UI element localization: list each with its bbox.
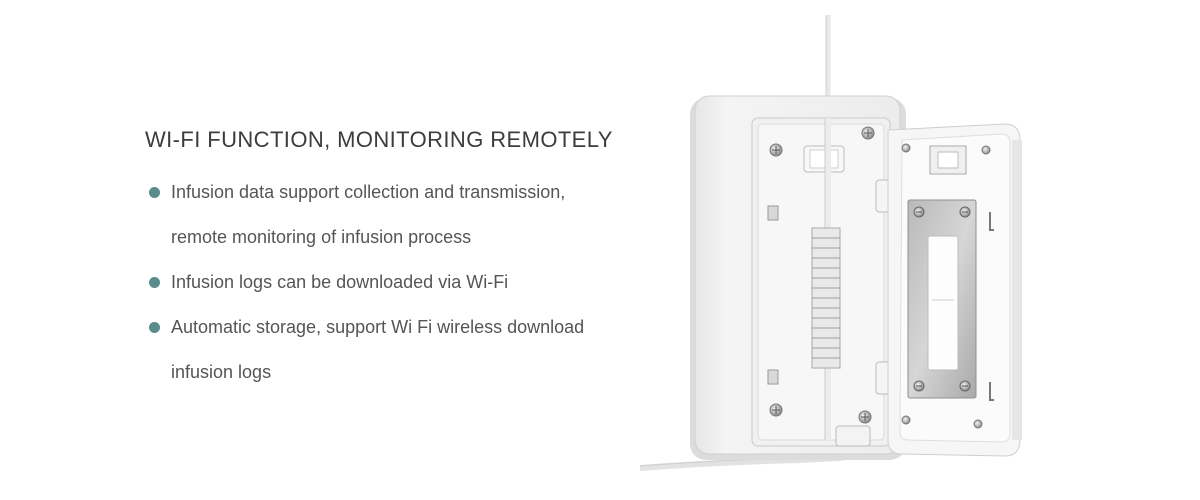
screw-icon bbox=[861, 126, 875, 140]
screw-icon bbox=[769, 403, 783, 417]
feature-line: infusion logs bbox=[171, 362, 272, 382]
screw-icon bbox=[959, 206, 971, 218]
bullet-dot-icon bbox=[149, 277, 160, 288]
product-image bbox=[640, 0, 1060, 500]
screw-icon bbox=[913, 206, 925, 218]
feature-line: Automatic storage, support Wi Fi wireles… bbox=[171, 317, 585, 337]
screw-icon bbox=[973, 419, 983, 429]
feature-section: WI-FI FUNCTION, MONITORING REMOTELY Infu… bbox=[145, 124, 665, 395]
section-heading: WI-FI FUNCTION, MONITORING REMOTELY bbox=[145, 127, 613, 152]
feature-item: Infusion logs can be downloaded via Wi-F… bbox=[145, 260, 665, 305]
feature-list: Infusion data support collection and tra… bbox=[145, 170, 665, 395]
feature-line: Infusion logs can be downloaded via Wi-F… bbox=[171, 272, 509, 292]
screw-icon bbox=[981, 145, 991, 155]
feature-item: Automatic storage, support Wi Fi wireles… bbox=[145, 305, 665, 395]
feature-line: Infusion data support collection and tra… bbox=[171, 182, 566, 202]
screw-icon bbox=[901, 143, 911, 153]
screw-icon bbox=[913, 380, 925, 392]
infusion-pump-illustration bbox=[640, 15, 1022, 471]
screw-icon bbox=[858, 410, 872, 424]
feature-item: Infusion data support collection and tra… bbox=[145, 170, 665, 260]
bullet-dot-icon bbox=[149, 187, 160, 198]
bullet-dot-icon bbox=[149, 322, 160, 333]
screw-icon bbox=[769, 143, 783, 157]
screw-icon bbox=[901, 415, 911, 425]
feature-line: remote monitoring of infusion process bbox=[171, 227, 472, 247]
screw-icon bbox=[959, 380, 971, 392]
